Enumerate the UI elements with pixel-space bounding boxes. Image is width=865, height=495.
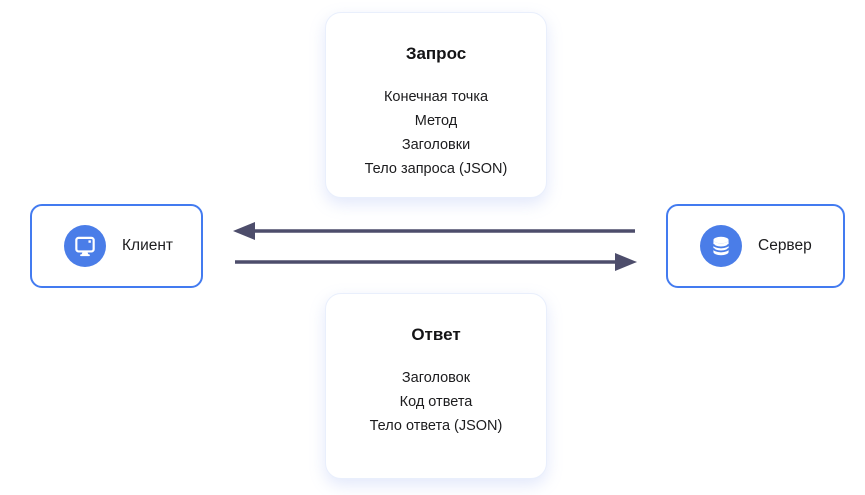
arrow-left xyxy=(233,222,635,240)
response-card-title: Ответ xyxy=(411,325,461,344)
response-item-status-code: Код ответа xyxy=(399,394,473,410)
request-card-items: Конечная точка Метод Заголовки Тело запр… xyxy=(326,85,546,181)
response-card: Ответ Заголовок Код ответа Тело ответа (… xyxy=(325,293,547,479)
server-node: Сервер xyxy=(666,204,845,288)
response-card-items: Заголовок Код ответа Тело ответа (JSON) xyxy=(326,366,546,438)
request-card-title: Запрос xyxy=(405,44,467,63)
request-item-body: Тело запроса (JSON) xyxy=(364,161,508,177)
database-icon xyxy=(700,225,742,267)
request-response-arrows xyxy=(233,222,637,271)
request-item-method: Метод xyxy=(414,113,458,129)
monitor-icon xyxy=(64,225,106,267)
request-item-headers: Заголовки xyxy=(401,137,471,153)
arrow-right xyxy=(235,253,637,271)
server-label: Сервер xyxy=(758,237,812,254)
request-item-endpoint: Конечная точка xyxy=(383,89,489,105)
request-card: Запрос Конечная точка Метод Заголовки Те… xyxy=(325,12,547,198)
client-label: Клиент xyxy=(122,237,174,254)
response-item-body: Тело ответа (JSON) xyxy=(369,418,503,434)
client-node: Клиент xyxy=(30,204,203,288)
response-item-header: Заголовок xyxy=(401,370,471,386)
